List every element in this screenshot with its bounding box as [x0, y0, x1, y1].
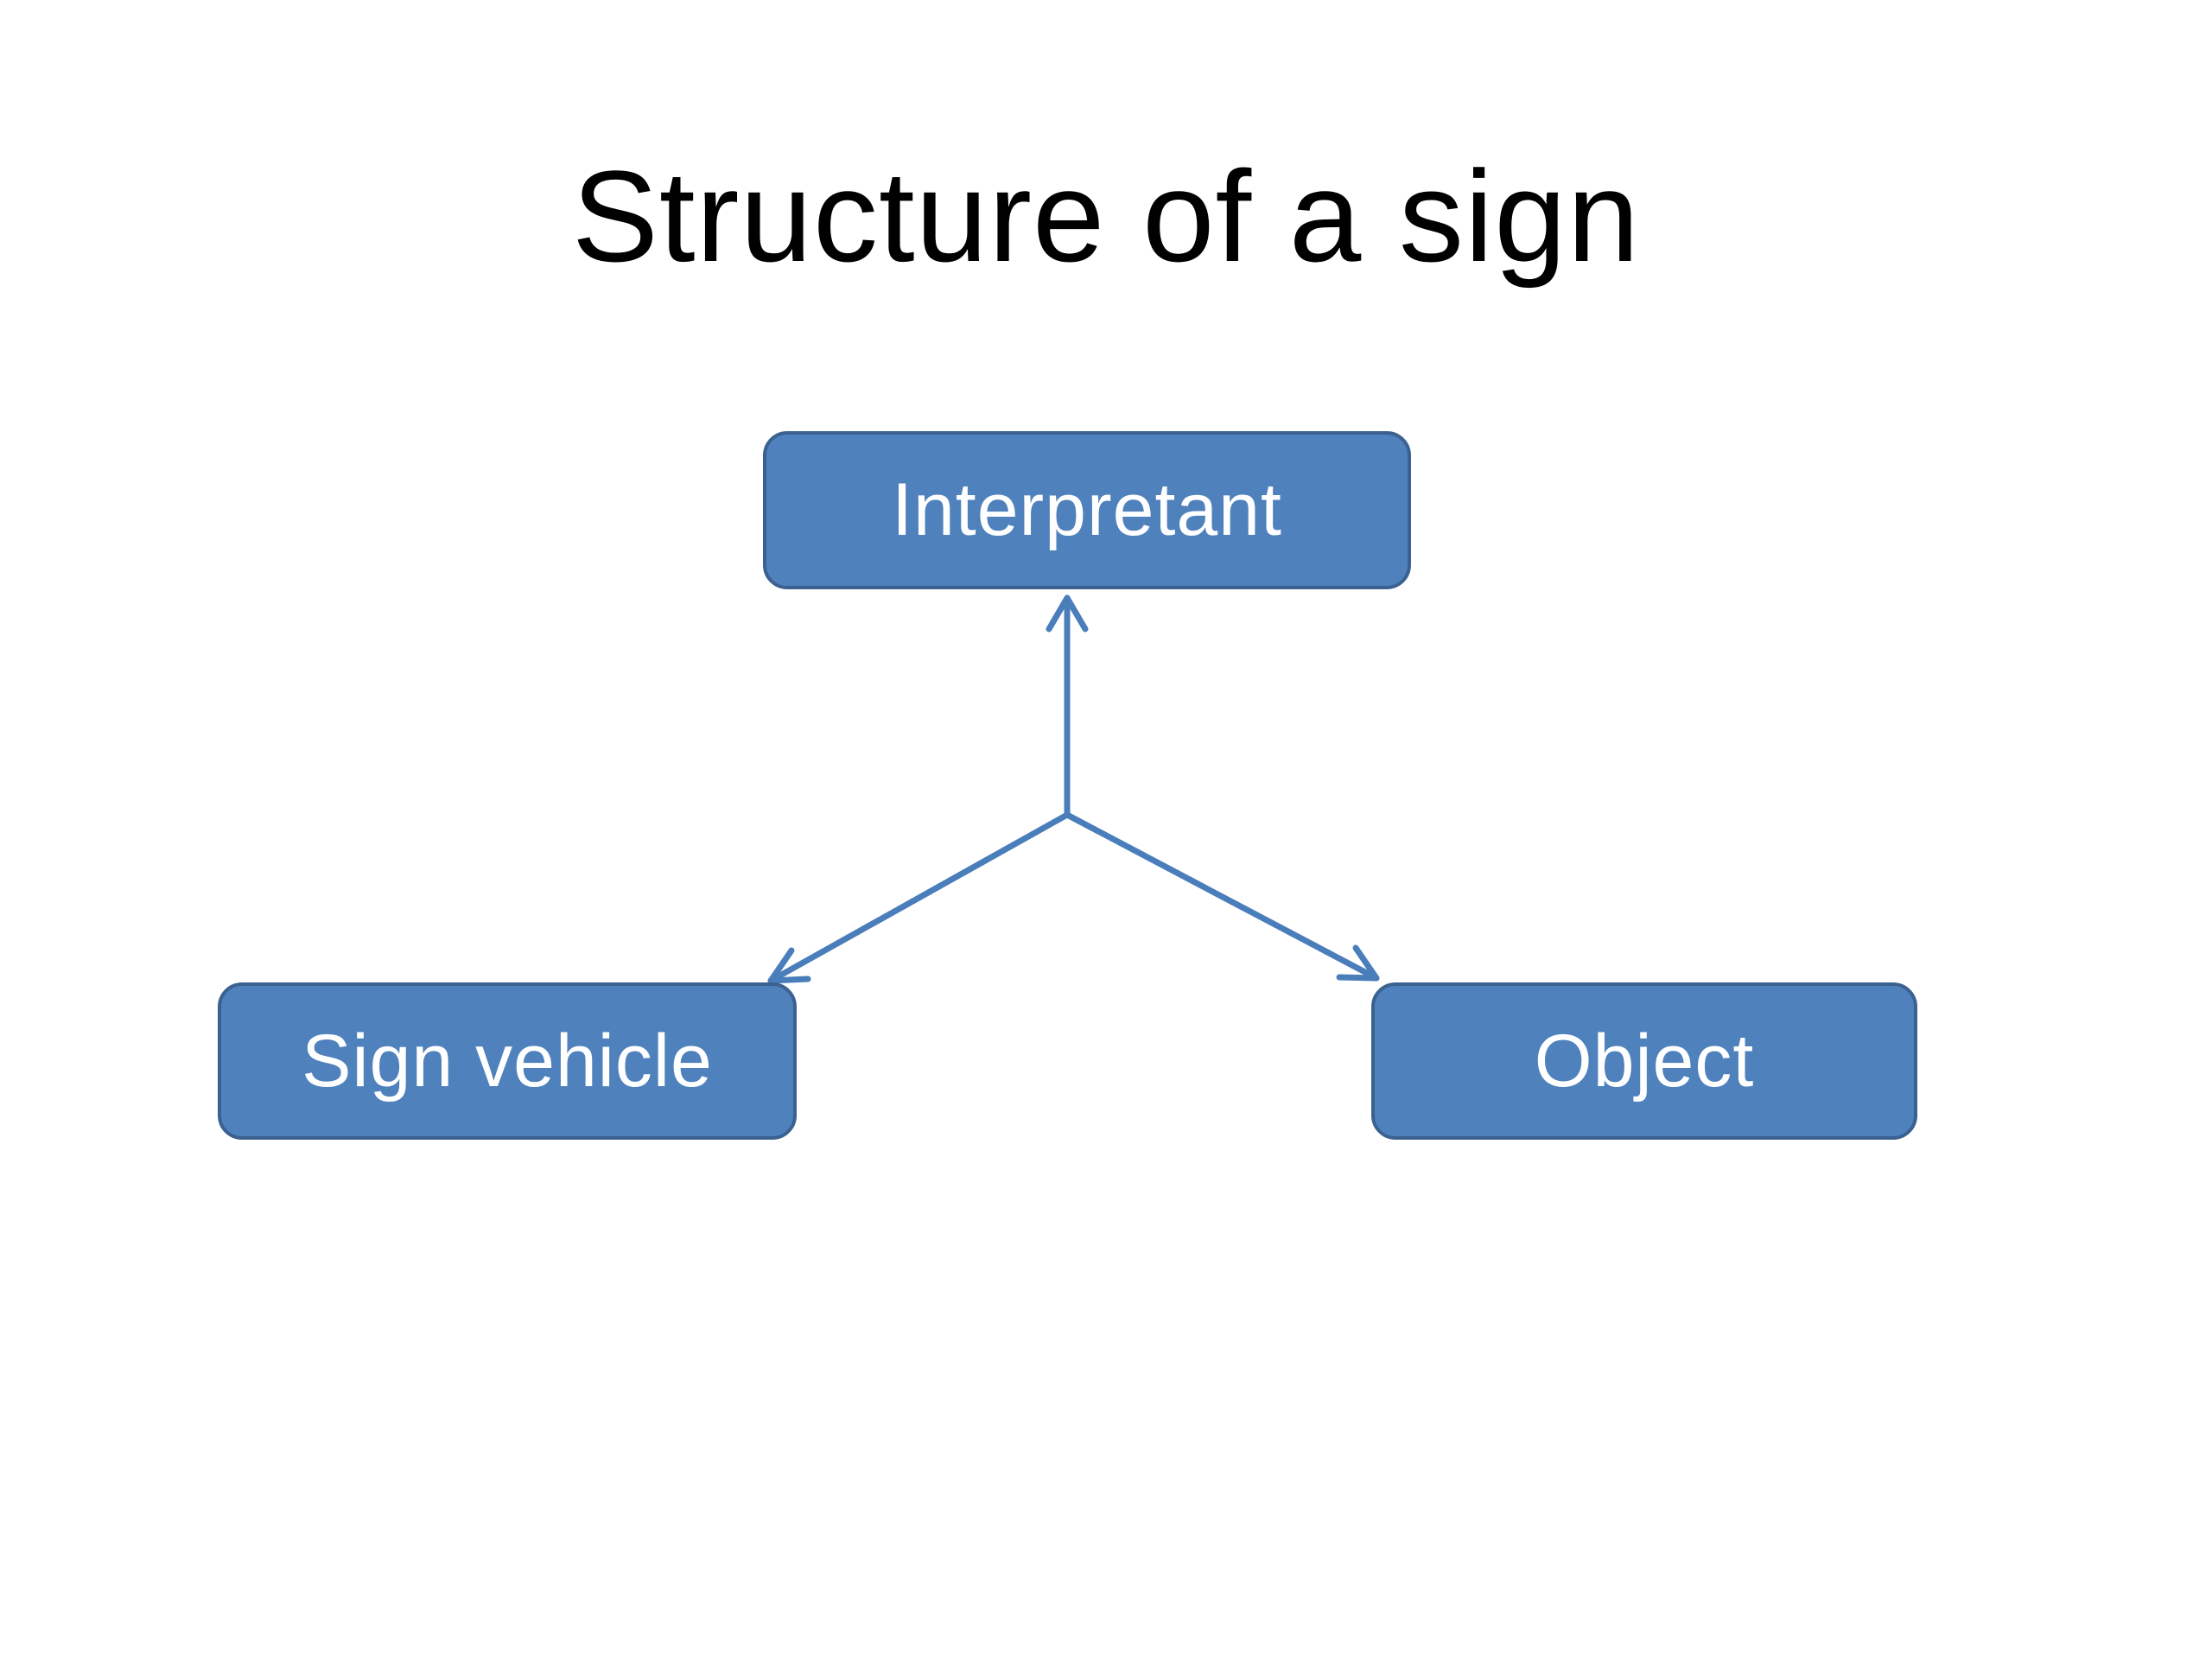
arrowhead-object	[1336, 944, 1380, 982]
interpretant-label: Interpretant	[892, 468, 1282, 551]
arrow-to-sign-vehicle	[767, 811, 1071, 984]
object-box: Object	[1371, 982, 1917, 1140]
arrow-to-object	[1064, 811, 1380, 982]
slide-title: Structure of a sign	[571, 143, 1641, 289]
object-label: Object	[1534, 1019, 1755, 1103]
sign-vehicle-label: Sign vehicle	[302, 1019, 713, 1103]
arrowhead-interpretant	[1046, 594, 1089, 632]
sign-vehicle-box: Sign vehicle	[218, 982, 797, 1140]
interpretant-box: Interpretant	[763, 431, 1411, 589]
arrowhead-sign-vehicle	[767, 947, 811, 984]
